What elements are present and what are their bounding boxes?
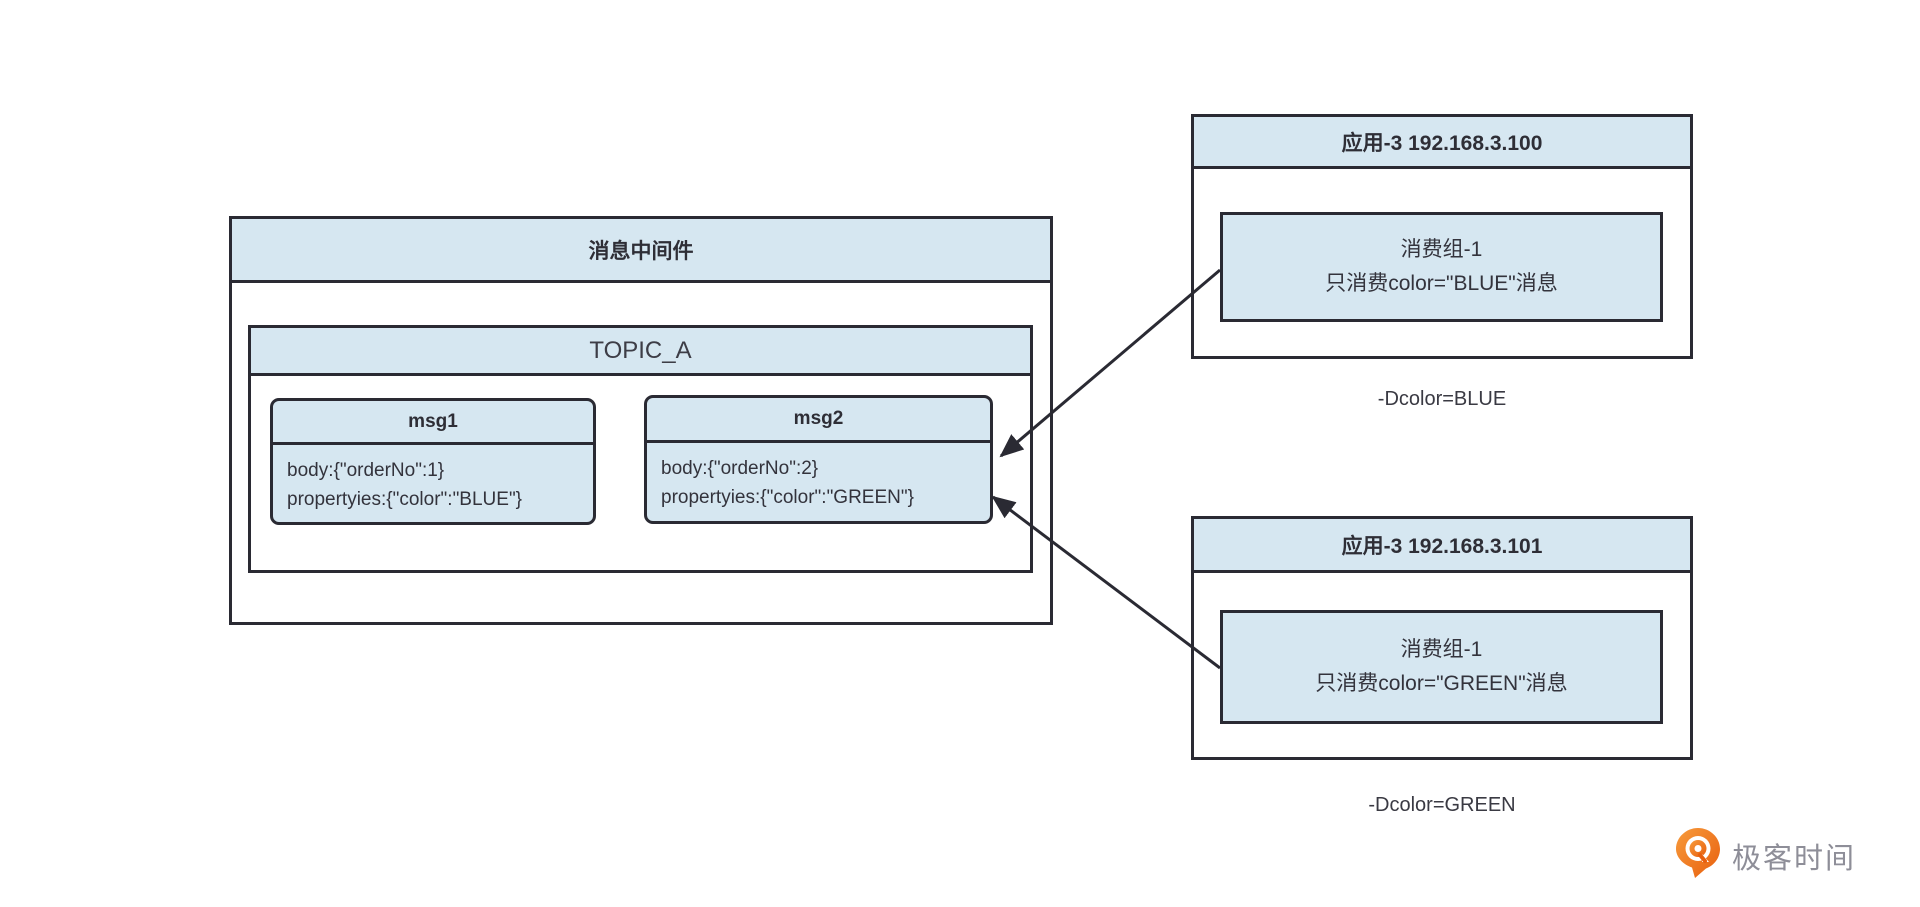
topic-title: TOPIC_A xyxy=(251,328,1030,376)
app1-title: 应用-3 192.168.3.100 xyxy=(1194,117,1690,169)
msg2-title: msg2 xyxy=(647,398,990,443)
geektime-logo-icon xyxy=(1674,826,1722,885)
geektime-logo: 极客时间 xyxy=(1674,826,1856,885)
msg1-body-line: body:{"orderNo":1} xyxy=(287,460,445,481)
message-box-msg2: msg2 body:{"orderNo":2} propertyies:{"co… xyxy=(644,395,993,524)
app2-title: 应用-3 192.168.3.101 xyxy=(1194,519,1690,573)
middleware-title: 消息中间件 xyxy=(232,219,1050,283)
msg2-body-line: body:{"orderNo":2} xyxy=(661,458,819,479)
msg1-properties-line: propertyies:{"color":"BLUE"} xyxy=(287,489,523,510)
consumer1-rule: 只消费color="BLUE"消息 xyxy=(1325,272,1558,295)
startup-arg-blue: -Dcolor=BLUE xyxy=(1377,388,1507,410)
message-box-msg1: msg1 body:{"orderNo":1} propertyies:{"co… xyxy=(270,398,596,525)
msg1-content: body:{"orderNo":1} propertyies:{"color":… xyxy=(273,445,593,522)
consumer2-rule: 只消费color="GREEN"消息 xyxy=(1315,672,1568,695)
consumer2-group-name: 消费组-1 xyxy=(1400,638,1483,661)
consumer-group-box-green: 消费组-1 只消费color="GREEN"消息 xyxy=(1220,610,1663,724)
msg2-properties-line: propertyies:{"color":"GREEN"} xyxy=(661,487,914,508)
msg2-content: body:{"orderNo":2} propertyies:{"color":… xyxy=(647,443,990,521)
startup-arg-green: -Dcolor=GREEN xyxy=(1368,794,1516,816)
consumer1-group-name: 消费组-1 xyxy=(1400,238,1483,261)
geektime-logo-text: 极客时间 xyxy=(1732,842,1857,875)
consumer-group-box-blue: 消费组-1 只消费color="BLUE"消息 xyxy=(1220,212,1663,322)
msg1-title: msg1 xyxy=(273,401,593,445)
